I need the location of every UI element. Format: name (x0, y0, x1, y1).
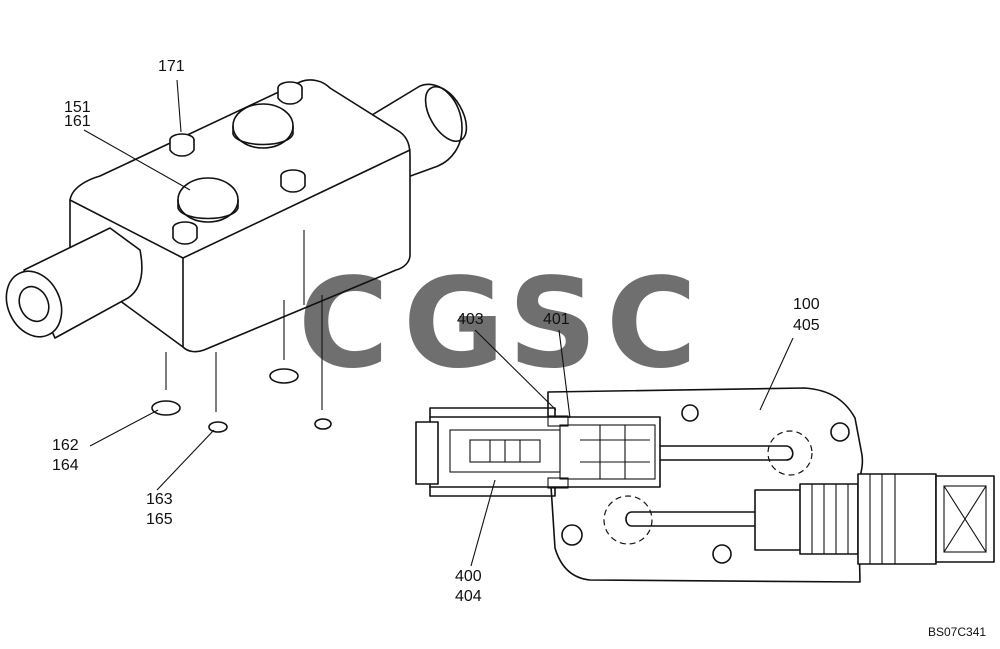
label-403: 403 (457, 311, 484, 328)
leader-lines (83, 79, 794, 567)
watermark-letter-c2: C (606, 252, 697, 396)
label-404: 404 (455, 588, 482, 605)
label-162: 162 (52, 437, 79, 454)
watermark-letter-s: S (508, 252, 597, 396)
label-161: 161 (64, 113, 91, 130)
o-rings (151, 368, 332, 433)
part-labels: 171 151 161 162 164 163 165 100 405 403 … (52, 58, 986, 639)
label-405: 405 (793, 317, 820, 334)
label-163: 163 (146, 491, 173, 508)
label-100: 100 (793, 296, 820, 313)
label-171: 171 (158, 58, 185, 75)
valve-block (5, 79, 468, 412)
label-151: 151 (64, 99, 91, 116)
watermark-letter-c1: C (298, 252, 389, 396)
solenoid-assembly (415, 387, 995, 583)
watermark-letter-g: G (403, 252, 505, 396)
label-165: 165 (146, 511, 173, 528)
label-400: 400 (455, 568, 482, 585)
label-401: 401 (543, 311, 570, 328)
watermark: C G S C (298, 252, 697, 396)
label-164: 164 (52, 457, 79, 474)
figure-code: BS07C341 (928, 625, 986, 639)
